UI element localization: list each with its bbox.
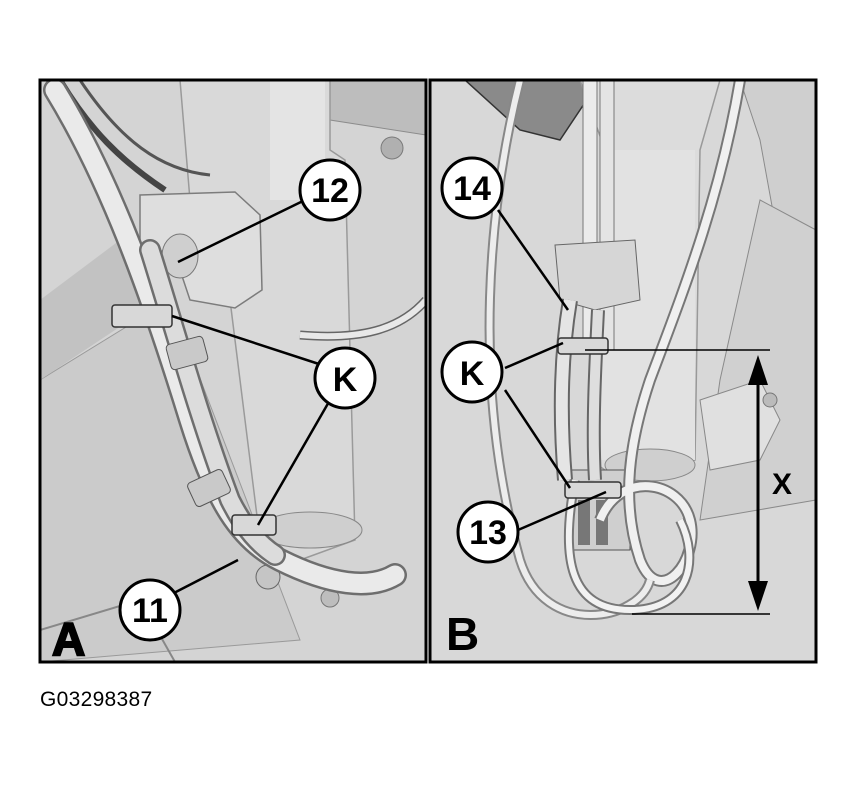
callout-12: 12 [298,158,362,222]
svg-text:K: K [460,355,485,393]
panel-b: X 14 K 13 B [428,78,818,664]
panel-a: 12 K 11 A [38,78,428,666]
dimension-x: X [585,349,792,615]
panel-b-artwork [463,80,816,620]
svg-text:12: 12 [311,172,349,210]
callout-11: 11 [118,578,182,642]
callout-k-panel-a: K [313,346,377,410]
svg-text:14: 14 [453,170,491,208]
dimension-x-label: X [772,468,792,501]
svg-text:13: 13 [469,514,507,552]
panel-a-label: A [52,613,85,665]
panel-a-artwork [40,80,426,662]
callout-13: 13 [456,500,520,564]
callout-k-panel-b: K [440,340,504,404]
callout-14: 14 [440,156,504,220]
panel-b-label: B [446,608,479,660]
figure-id: G03298387 [40,688,153,711]
svg-text:11: 11 [132,592,168,630]
svg-text:K: K [333,361,358,399]
